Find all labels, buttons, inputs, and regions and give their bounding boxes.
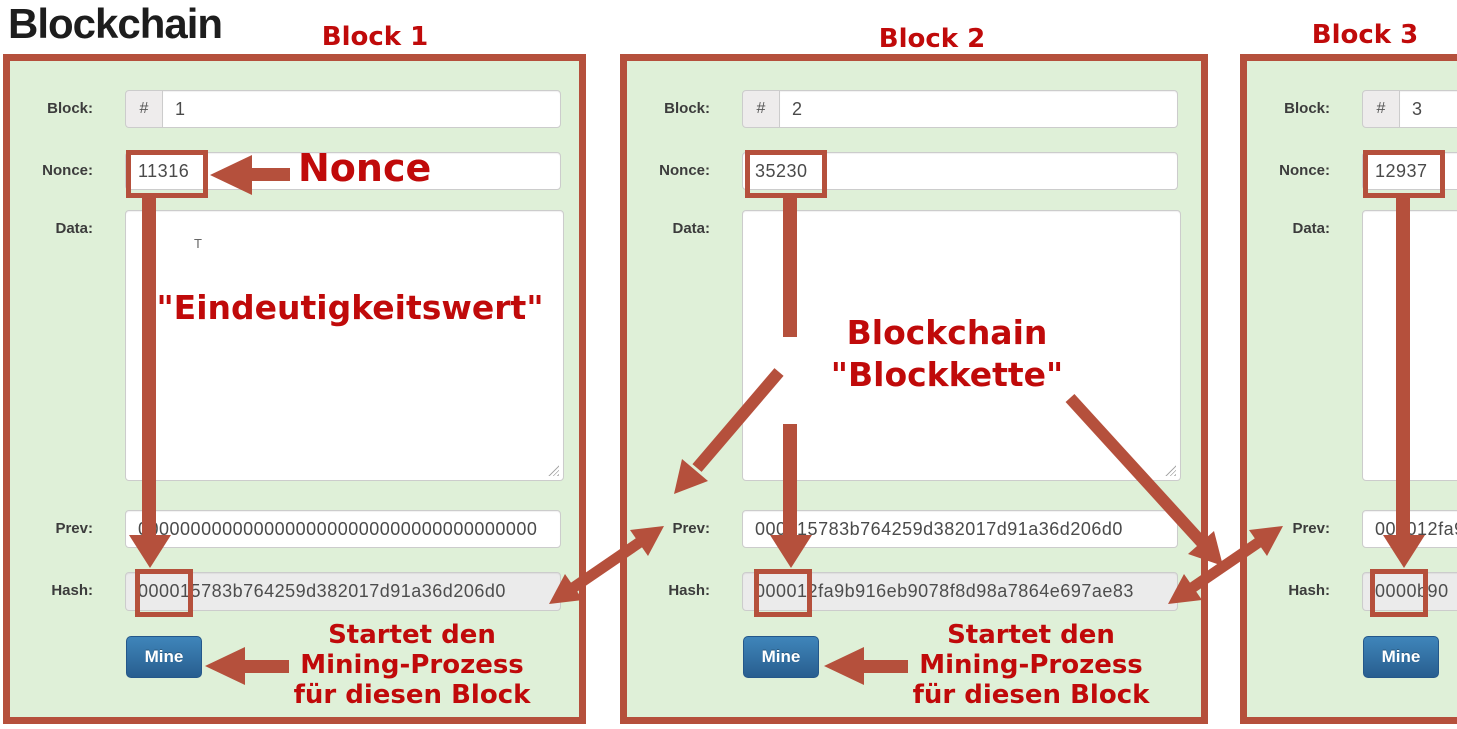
block-number-input[interactable] — [779, 90, 1178, 128]
nonce-label: Nonce: — [42, 162, 93, 179]
data-textarea[interactable] — [742, 210, 1181, 481]
hash-input[interactable] — [1362, 572, 1457, 611]
block-number-input[interactable] — [1399, 90, 1457, 128]
block-1-header: Block 1 — [321, 22, 429, 52]
page-title: Blockchain — [8, 0, 223, 47]
block-number-label: Block: — [47, 100, 93, 117]
block-2-panel: Block: # Nonce: Data: Prev: Hash: Mine — [620, 54, 1208, 724]
nonce-input[interactable] — [125, 152, 561, 190]
block-number-label: Block: — [1284, 100, 1330, 117]
nonce-label: Nonce: — [1279, 162, 1330, 179]
number-addon: # — [125, 90, 163, 128]
data-textarea[interactable] — [125, 210, 564, 481]
number-addon: # — [1362, 90, 1400, 128]
data-label: Data: — [55, 220, 93, 237]
mine-button[interactable]: Mine — [126, 636, 202, 678]
block-3-panel: Block: # Nonce: Data: Prev: Hash: Mine — [1240, 54, 1457, 724]
prev-label: Prev: — [55, 520, 93, 537]
nonce-input[interactable] — [742, 152, 1178, 190]
mine-button[interactable]: Mine — [743, 636, 819, 678]
nonce-label: Nonce: — [659, 162, 710, 179]
data-label: Data: — [1292, 220, 1330, 237]
mine-button[interactable]: Mine — [1363, 636, 1439, 678]
prev-input[interactable] — [1362, 510, 1457, 548]
block-1-panel: Block: # Nonce: Data: Prev: Hash: Mine — [3, 54, 586, 724]
hash-label: Hash: — [1288, 582, 1330, 599]
hash-input[interactable] — [125, 572, 561, 611]
nonce-input[interactable] — [1362, 152, 1457, 190]
block-number-input[interactable] — [162, 90, 561, 128]
block-3-header: Block 3 — [1311, 20, 1419, 50]
prev-label: Prev: — [1292, 520, 1330, 537]
number-addon: # — [742, 90, 780, 128]
block-2-header: Block 2 — [878, 24, 986, 54]
data-label: Data: — [672, 220, 710, 237]
hash-label: Hash: — [51, 582, 93, 599]
prev-input[interactable] — [125, 510, 561, 548]
prev-input[interactable] — [742, 510, 1178, 548]
block-number-label: Block: — [664, 100, 710, 117]
resize-grip-icon[interactable] — [548, 465, 559, 476]
prev-label: Prev: — [672, 520, 710, 537]
hash-label: Hash: — [668, 582, 710, 599]
hash-input[interactable] — [742, 572, 1178, 611]
data-textarea[interactable] — [1362, 210, 1457, 481]
